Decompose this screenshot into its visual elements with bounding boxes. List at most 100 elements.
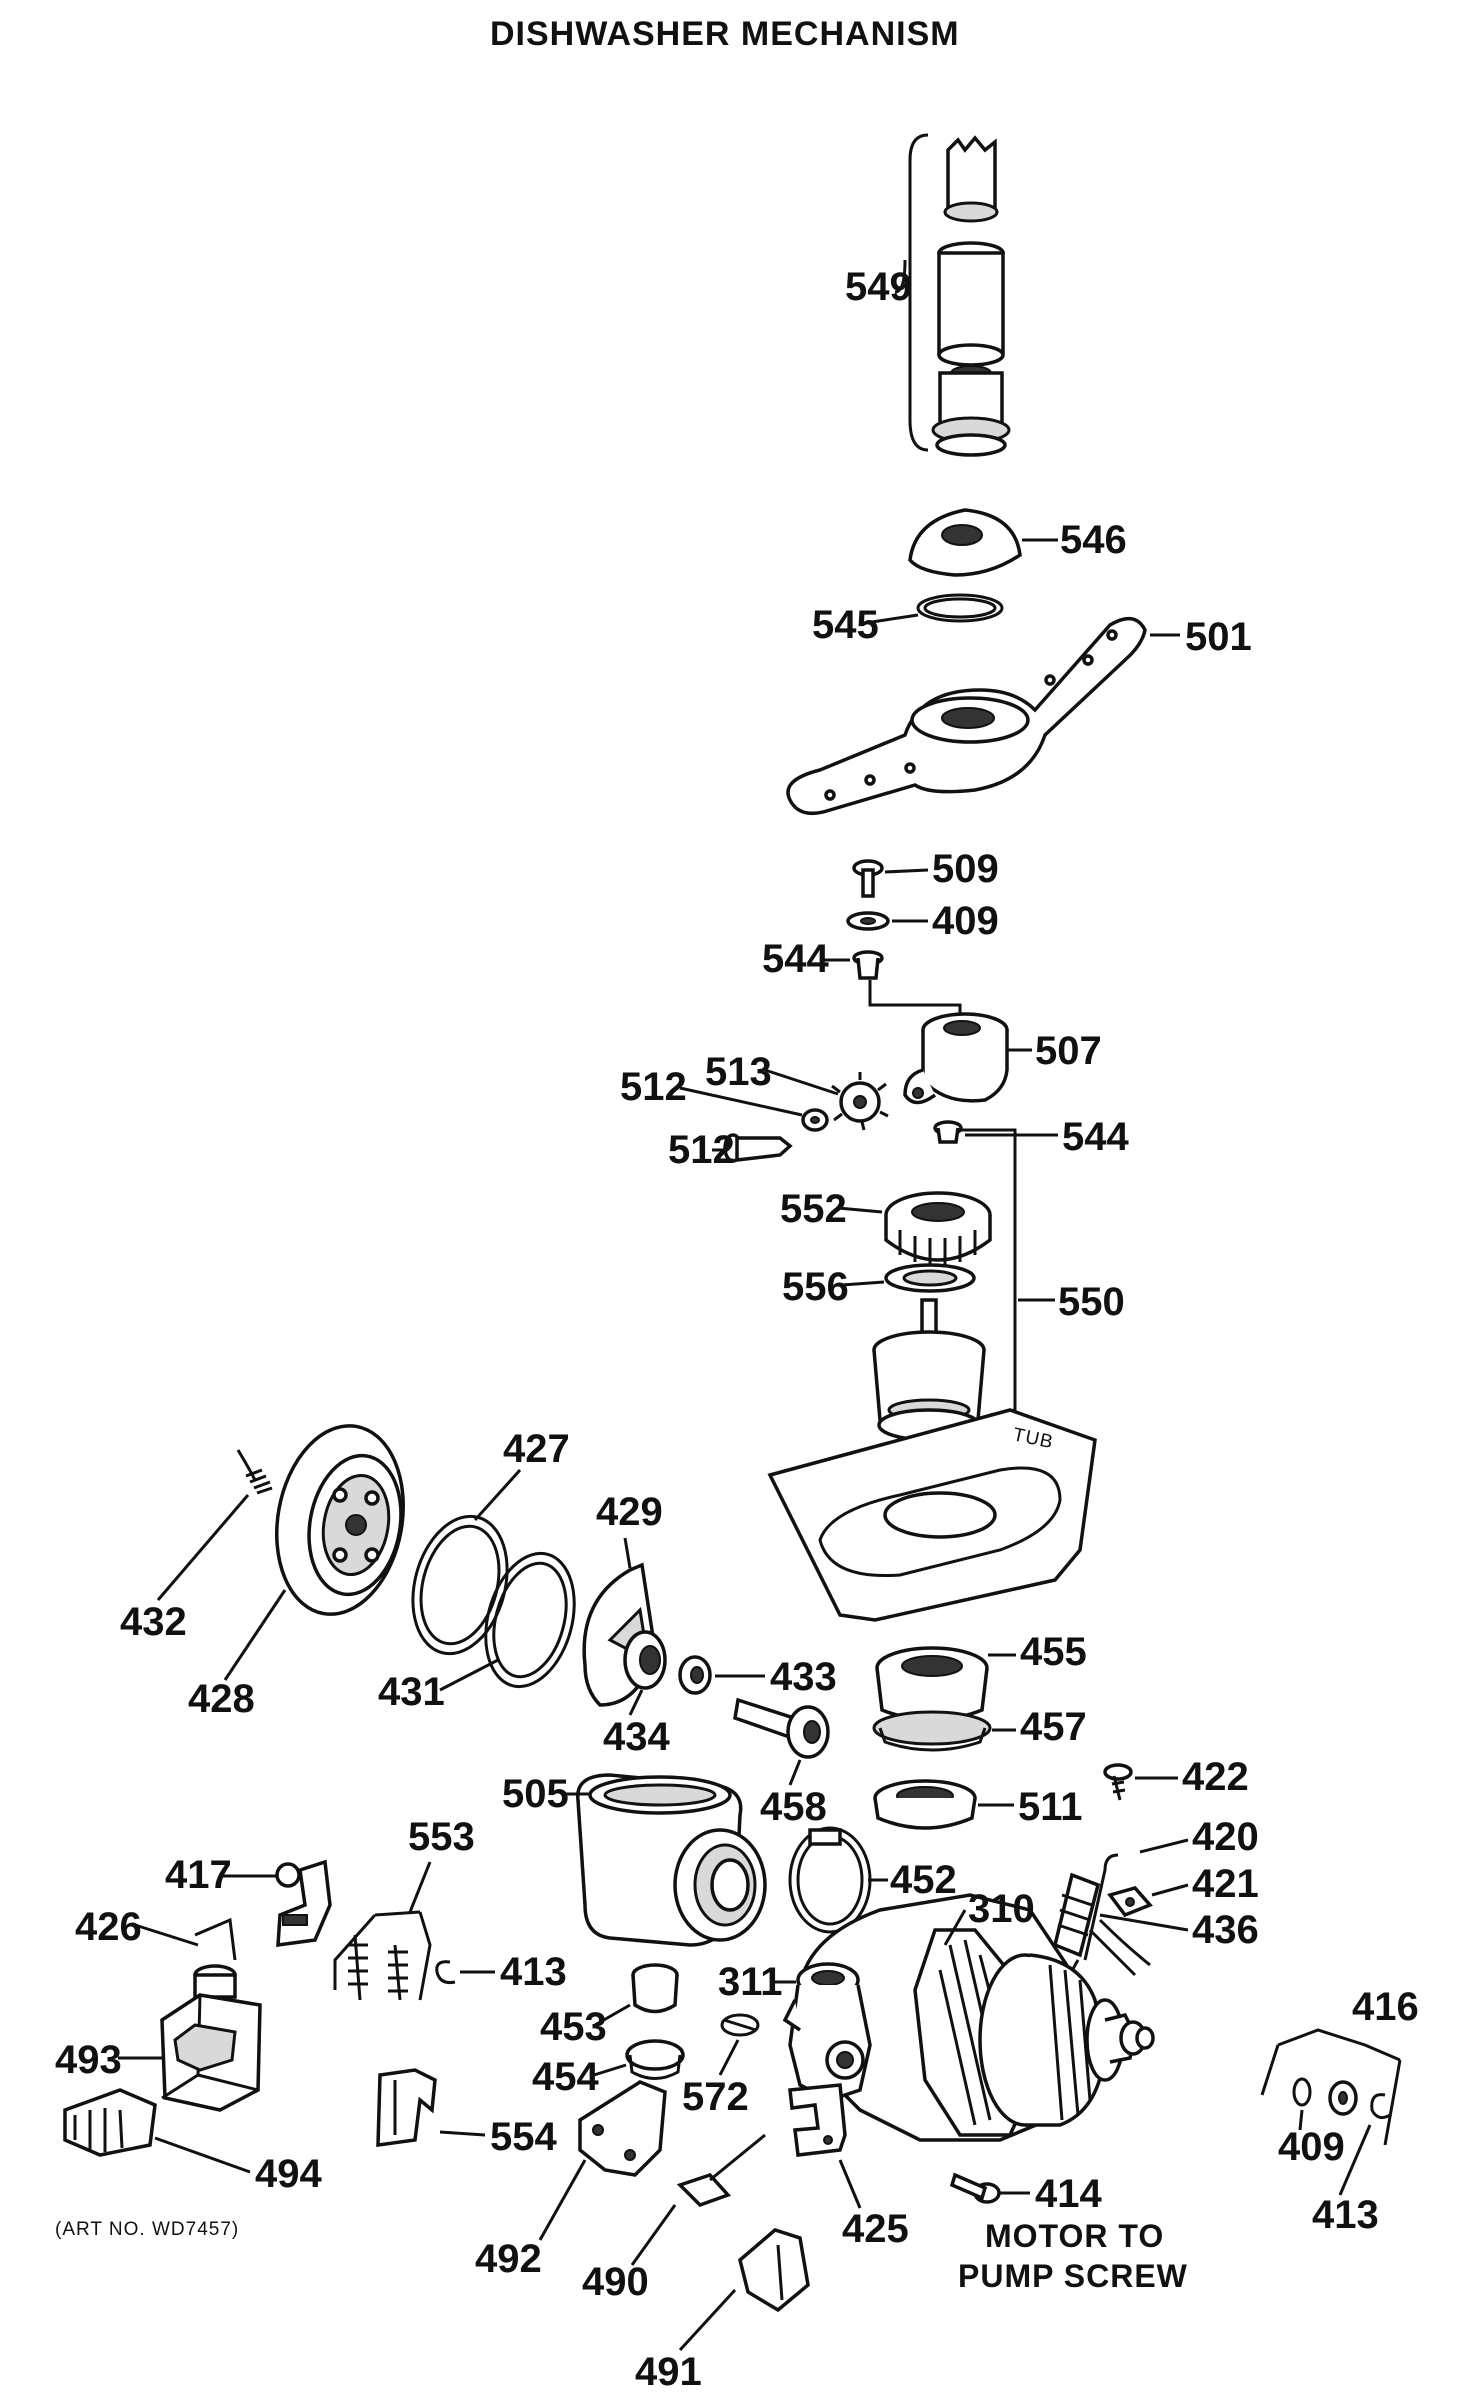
part-429-cover	[582, 1562, 667, 1707]
callout-554: 554	[490, 2115, 557, 2159]
callout-416: 416	[1352, 1985, 1419, 2029]
part-426-plunger	[193, 1917, 237, 1999]
part-414-screw	[949, 2172, 1001, 2204]
callout-556: 556	[782, 1265, 849, 1309]
callout-491: 491	[635, 2350, 702, 2394]
callout-414: 414	[1035, 2172, 1102, 2216]
callout-429: 429	[596, 1490, 663, 1534]
part-507-hub	[903, 1012, 1009, 1105]
part-490-switch	[676, 2133, 766, 2208]
part-544-bushing-upper	[852, 950, 884, 980]
callout-417: 417	[165, 1853, 232, 1897]
callout-492: 492	[475, 2237, 542, 2281]
part-492-bracket	[578, 2080, 667, 2177]
part-556-washer	[884, 1263, 976, 1293]
part-552-gear-ring	[884, 1191, 992, 1265]
part-512-washer	[801, 1108, 829, 1132]
part-511-ring	[873, 1779, 977, 1830]
part-494-cover	[63, 2088, 157, 2157]
part-544-bushing-lower	[933, 1120, 963, 1144]
part-409-washer	[846, 911, 890, 931]
art-number: (ART NO. WD7457)	[55, 2219, 239, 2240]
callout-413a: 413	[500, 1950, 567, 1994]
caption-pump-screw: PUMP SCREW	[958, 2258, 1188, 2294]
part-457-seal	[872, 1710, 992, 1752]
part-513-gear	[831, 1072, 889, 1131]
part-421-nut	[1107, 1886, 1153, 1918]
callout-431: 431	[378, 1670, 445, 1714]
part-491-bracket	[738, 2228, 810, 2313]
part-554-bracket	[376, 2068, 437, 2148]
callout-421: 421	[1192, 1862, 1259, 1906]
callout-436: 436	[1192, 1908, 1259, 1952]
callout-452: 452	[890, 1858, 957, 1902]
callout-413b: 413	[1312, 2193, 1379, 2237]
callout-432: 432	[120, 1600, 187, 1644]
callout-422: 422	[1182, 1755, 1249, 1799]
part-553-springs	[333, 1910, 432, 2001]
part-453-cap	[631, 1963, 679, 2014]
part-425-bracket	[788, 2083, 847, 2157]
callout-426: 426	[75, 1905, 142, 1949]
callout-409a: 409	[932, 899, 999, 943]
callout-507: 507	[1035, 1029, 1102, 1073]
part-512-pin	[723, 1133, 793, 1163]
callout-311: 311	[718, 1960, 783, 2004]
callout-509: 509	[932, 847, 999, 891]
part-432-spring	[236, 1449, 273, 1495]
part-546-nut	[908, 508, 1022, 577]
part-422-screw	[1103, 1763, 1133, 1801]
callout-544a: 544	[762, 937, 829, 981]
callout-458: 458	[760, 1785, 827, 1829]
part-413-clip-a	[435, 1960, 456, 1984]
callout-512a: 512	[620, 1065, 687, 1109]
callout-455: 455	[1020, 1630, 1087, 1674]
callout-425: 425	[842, 2207, 909, 2251]
callout-494: 494	[255, 2152, 322, 2196]
callout-553: 553	[408, 1815, 475, 1859]
callout-434: 434	[603, 1715, 670, 1759]
part-458-impeller-shaft	[733, 1697, 830, 1759]
callout-552: 552	[780, 1187, 847, 1231]
callout-420: 420	[1192, 1815, 1259, 1859]
part-509-screw	[852, 859, 884, 898]
tub-section: TUB	[767, 1408, 1097, 1622]
callout-427: 427	[503, 1427, 570, 1471]
part-493-solenoid	[160, 1993, 262, 2112]
part-549-spray-tube-assembly	[908, 133, 1011, 457]
part-311-pump-housing	[782, 1962, 872, 2102]
callout-501: 501	[1185, 615, 1252, 659]
part-454-clamp	[625, 2039, 685, 2080]
part-505-duct	[576, 1773, 767, 1947]
part-427-ring	[411, 1514, 509, 1656]
callout-505: 505	[502, 1772, 569, 1816]
callout-453: 453	[540, 2005, 607, 2049]
part-550-shaft-assembly	[872, 1298, 986, 1442]
callout-428: 428	[188, 1677, 255, 1721]
part-417-bracket	[275, 1859, 332, 1948]
part-501-spray-arm	[786, 616, 1147, 816]
part-431-ring	[484, 1551, 576, 1689]
callout-490: 490	[582, 2260, 649, 2304]
part-452-clamp	[788, 1826, 872, 1934]
callout-550: 550	[1058, 1280, 1125, 1324]
callout-493: 493	[55, 2038, 122, 2082]
part-572-clamp	[720, 2013, 760, 2037]
caption-motor-to: MOTOR TO	[985, 2218, 1164, 2254]
callout-544b: 544	[1062, 1115, 1129, 1159]
callout-545: 545	[812, 603, 879, 647]
callout-457: 457	[1020, 1705, 1087, 1749]
part-416-washer-set	[1292, 2077, 1391, 2120]
part-310-motor-pump-assembly	[798, 1893, 1155, 2142]
callout-409b: 409	[1278, 2125, 1345, 2169]
callout-511: 511	[1018, 1785, 1083, 1829]
callout-572: 572	[682, 2075, 749, 2119]
part-455-sump	[875, 1646, 989, 1722]
callout-310: 310	[968, 1887, 1035, 1931]
callout-454: 454	[532, 2055, 599, 2099]
part-428-filter-housing	[275, 1424, 405, 1616]
callout-546: 546	[1060, 518, 1127, 562]
callout-513: 513	[705, 1050, 772, 1094]
callout-433: 433	[770, 1655, 837, 1699]
